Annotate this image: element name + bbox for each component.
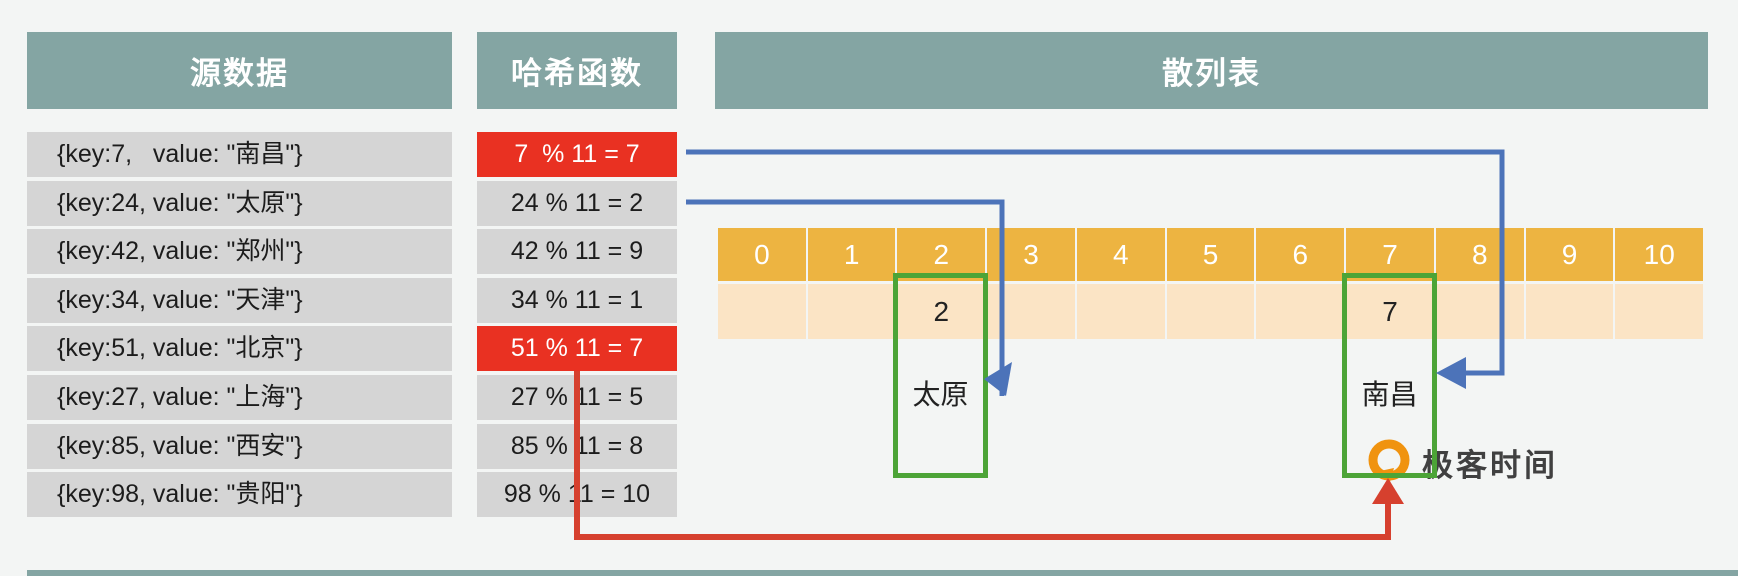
value-cell-empty [1615, 284, 1704, 339]
value-cell-empty [718, 284, 806, 339]
arrowhead-key24 [984, 362, 1012, 396]
index-cell: 5 [1166, 228, 1255, 281]
hash-row: 24 % 11 = 2 [477, 181, 677, 226]
value-cell-empty [1076, 284, 1165, 339]
source-row: {key:85, value: "西安"} [27, 424, 452, 469]
source-row: {key:24, value: "太原"} [27, 181, 452, 226]
value-cell-empty [987, 284, 1075, 339]
value-cell-empty [807, 284, 896, 339]
source-row: {key:34, value: "天津"} [27, 278, 452, 323]
source-row: {key:27, value: "上海"} [27, 375, 452, 420]
hash-row: 42 % 11 = 9 [477, 229, 677, 274]
hash-row: 85 % 11 = 8 [477, 424, 677, 469]
hash-row-collision: 7 % 11 = 7 [477, 132, 677, 177]
hash-row: 27 % 11 = 5 [477, 375, 677, 420]
hash-row: 98 % 11 = 10 [477, 472, 677, 517]
source-row: {key:51, value: "北京"} [27, 326, 452, 371]
source-row: {key:42, value: "郑州"} [27, 229, 452, 274]
index-cell: 4 [1076, 228, 1165, 281]
source-row: {key:98, value: "贵阳"} [27, 472, 452, 517]
source-row: {key:7, value: "南昌"} [27, 132, 452, 177]
arrowhead-key7 [1436, 357, 1466, 389]
index-cell: 9 [1525, 228, 1614, 281]
index-cell: 0 [718, 228, 806, 281]
value-cell-empty [1256, 284, 1345, 339]
bucket-city-label: 太原 [912, 379, 969, 410]
value-cell-empty [1435, 284, 1524, 339]
bucket-city-label: 南昌 [1361, 379, 1418, 410]
hash-table-header: 散列表 [715, 32, 1708, 109]
index-cell: 3 [987, 228, 1075, 281]
geektime-logo-text: 极客时间 [1422, 447, 1558, 483]
index-cell: 1 [807, 228, 896, 281]
index-cell: 10 [1615, 228, 1704, 281]
bottom-teal-strip [27, 570, 1738, 576]
value-cell-empty [1166, 284, 1255, 339]
index-cell: 6 [1256, 228, 1345, 281]
value-cell-empty [1525, 284, 1614, 339]
bucket-highlight-box: 太原 [893, 273, 988, 478]
hash-row: 34 % 11 = 1 [477, 278, 677, 323]
hash-function-header: 哈希函数 [477, 32, 677, 109]
index-cell: 8 [1435, 228, 1524, 281]
source-data-header: 源数据 [27, 32, 452, 109]
hash-row-collision: 51 % 11 = 7 [477, 326, 677, 371]
bucket-highlight-box: 南昌 [1342, 273, 1437, 478]
